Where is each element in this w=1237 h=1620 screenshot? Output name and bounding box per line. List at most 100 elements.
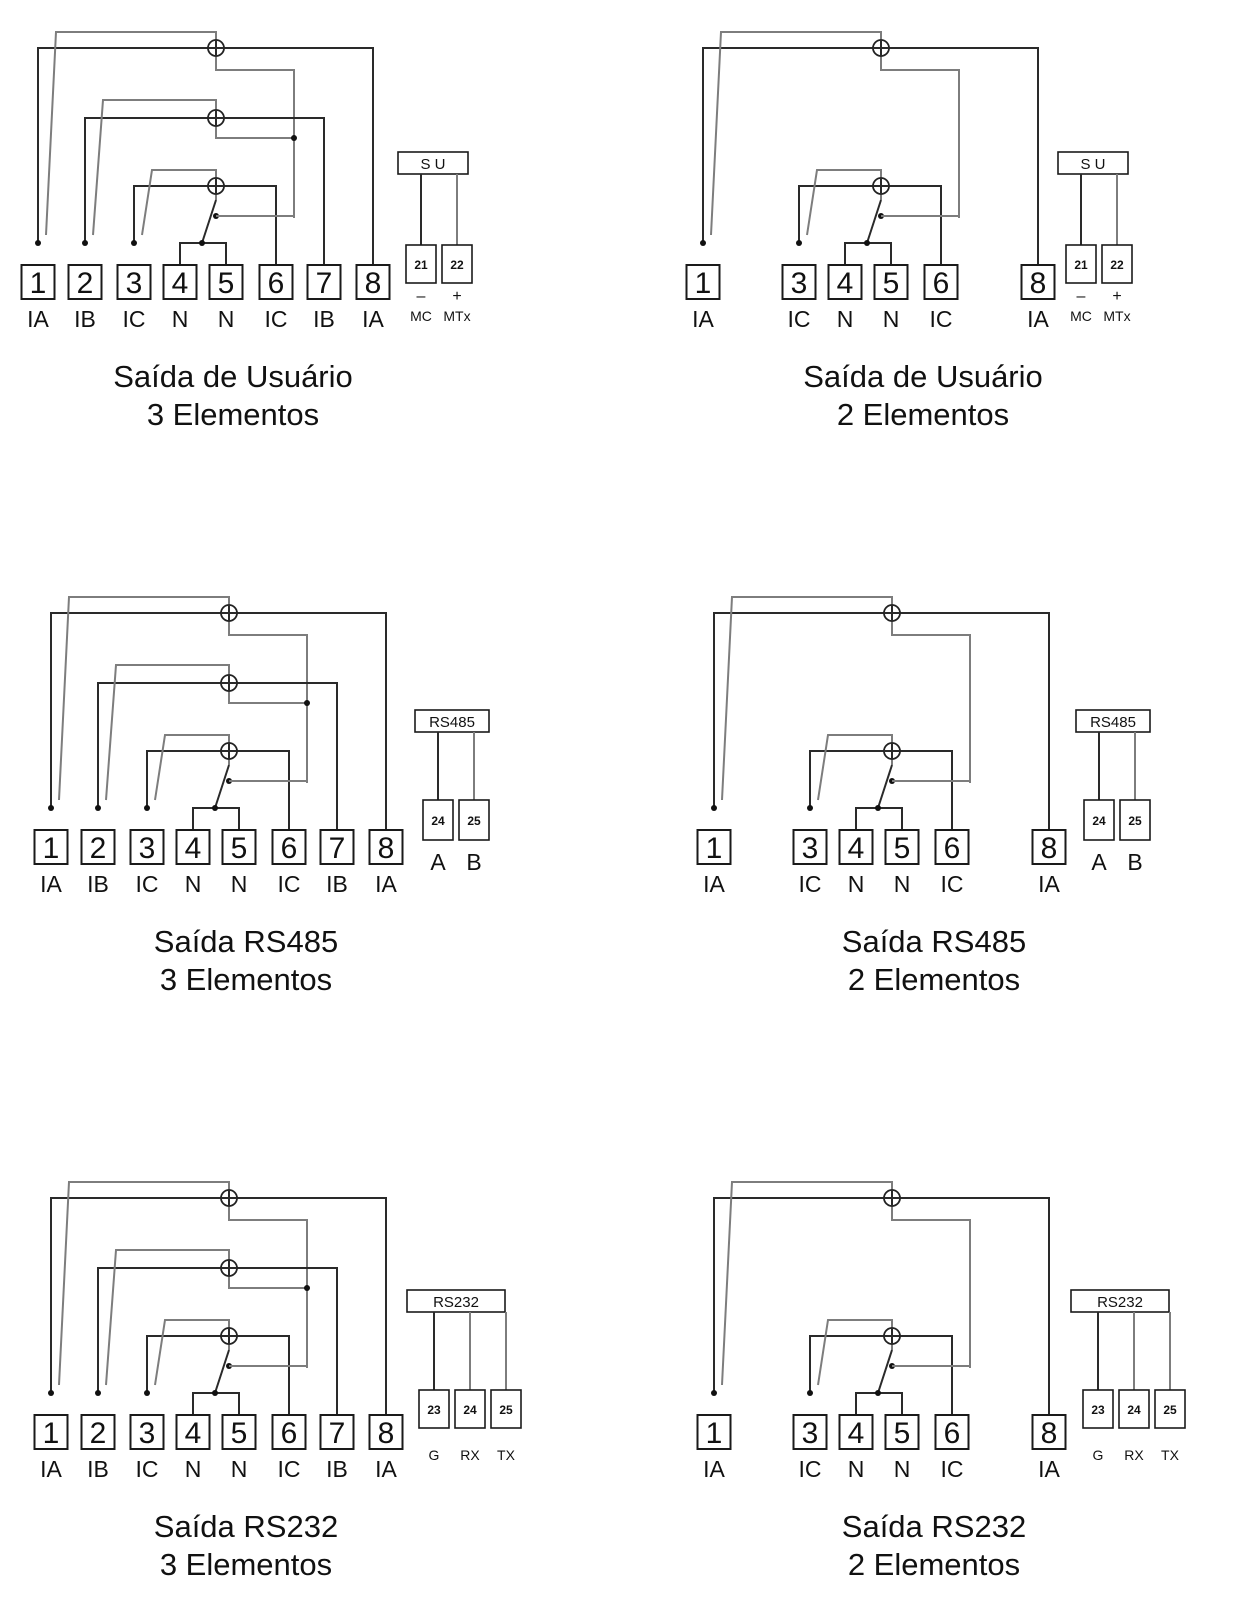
terminal-number: 3 <box>802 1417 819 1450</box>
wire-ic-return <box>154 734 230 801</box>
output-terminal-number: 24 <box>1092 814 1106 828</box>
terminal-number: 8 <box>365 267 382 300</box>
junction-dot <box>864 240 870 246</box>
caption-subtitle: 3 Elementos <box>147 397 319 432</box>
output-header: RS485 <box>429 714 475 731</box>
terminal-box <box>33 1414 69 1450</box>
terminal-box <box>20 264 56 300</box>
wire-ia-return <box>45 31 295 236</box>
output-terminal-label: G <box>1093 1447 1104 1463</box>
terminal-number: 8 <box>378 832 395 865</box>
terminal-signal: IC <box>136 1456 159 1482</box>
terminal-number: 3 <box>139 1417 156 1450</box>
wire-ic-return <box>141 169 217 236</box>
wire-neutral <box>192 1392 240 1415</box>
terminal-box <box>884 829 920 865</box>
terminal-box <box>306 264 342 300</box>
terminal-signal: IC <box>788 306 811 332</box>
terminal-signal: IC <box>278 1456 301 1482</box>
terminal-number: 7 <box>329 832 346 865</box>
terminal-signal: N <box>894 871 911 897</box>
junction-dot <box>304 1285 310 1291</box>
terminal-box <box>781 264 817 300</box>
terminal-box <box>934 1414 970 1450</box>
output-terminal-label: B <box>466 849 481 875</box>
terminal-box <box>355 264 391 300</box>
terminal-number: 1 <box>30 267 47 300</box>
terminal-number: 4 <box>185 832 202 865</box>
output-header: RS232 <box>1097 1294 1143 1311</box>
terminal-signal: IA <box>1038 871 1060 897</box>
output-terminal-number: 25 <box>499 1403 513 1417</box>
terminal-number: 5 <box>231 832 248 865</box>
junction-dot <box>144 805 150 811</box>
output-header: RS232 <box>433 1294 479 1311</box>
output-terminal-number: 25 <box>1163 1403 1177 1417</box>
junction-dot <box>291 135 297 141</box>
terminal-box <box>221 1414 257 1450</box>
wiring <box>700 31 1039 265</box>
terminal-signal: N <box>837 306 854 332</box>
output-terminal-label: RX <box>460 1447 480 1463</box>
terminal-number: 8 <box>378 1417 395 1450</box>
output-terminal-box <box>1082 1389 1114 1429</box>
wire-neutral <box>179 242 227 265</box>
junction-dot <box>212 805 218 811</box>
wire-switch <box>214 764 230 809</box>
output-terminal-label: A <box>430 849 446 875</box>
wire-ia <box>50 1197 387 1415</box>
terminal-signal: IB <box>87 1456 109 1482</box>
terminal-number: 5 <box>883 267 900 300</box>
terminal-signal: IB <box>313 306 335 332</box>
terminal-box <box>368 829 404 865</box>
terminal-box <box>175 829 211 865</box>
terminal-box <box>221 829 257 865</box>
wire-switch <box>877 764 893 809</box>
terminal-box <box>33 829 69 865</box>
terminal-number: 4 <box>185 1417 202 1450</box>
wiring <box>48 1181 387 1415</box>
wire-ib-return <box>105 1249 307 1386</box>
output-terminal-sign: – <box>417 288 426 305</box>
terminal-box <box>838 829 874 865</box>
terminal-number: 1 <box>43 832 60 865</box>
junction-dot <box>796 240 802 246</box>
output-header-box <box>1070 1289 1170 1313</box>
terminal-number: 8 <box>1030 267 1047 300</box>
output-terminal-label: A <box>1091 849 1107 875</box>
wire-ic <box>809 1335 953 1415</box>
junction-dot <box>304 700 310 706</box>
terminal-box <box>792 1414 828 1450</box>
wire-ic <box>146 750 290 830</box>
terminal-signal: N <box>218 306 235 332</box>
terminal-box <box>271 1414 307 1450</box>
output-header: S U <box>1080 156 1105 173</box>
junction-dot <box>711 805 717 811</box>
output-terminal-label: MTx <box>443 308 470 324</box>
output-terminal-number: 22 <box>450 258 464 272</box>
terminal-number: 7 <box>316 267 333 300</box>
output-terminal-number: 22 <box>1110 258 1124 272</box>
output-header: RS485 <box>1090 714 1136 731</box>
terminal-signal: IA <box>1038 1456 1060 1482</box>
terminal-box <box>80 1414 116 1450</box>
wire-switch <box>201 199 217 244</box>
junction-dot <box>95 805 101 811</box>
terminal-signal: IB <box>326 1456 348 1482</box>
terminal-box <box>319 829 355 865</box>
terminal-box <box>258 264 294 300</box>
terminal-box <box>696 829 732 865</box>
junction-dot <box>144 1390 150 1396</box>
terminal-box <box>1031 829 1067 865</box>
wiring <box>35 31 374 265</box>
output-terminal-label: TX <box>497 1447 516 1463</box>
terminal-box <box>1020 264 1056 300</box>
wire-ic-return <box>817 734 893 801</box>
junction-dot <box>131 240 137 246</box>
terminal-signal: IA <box>703 871 725 897</box>
terminal-signal: IA <box>375 871 397 897</box>
terminal-number: 2 <box>90 832 107 865</box>
